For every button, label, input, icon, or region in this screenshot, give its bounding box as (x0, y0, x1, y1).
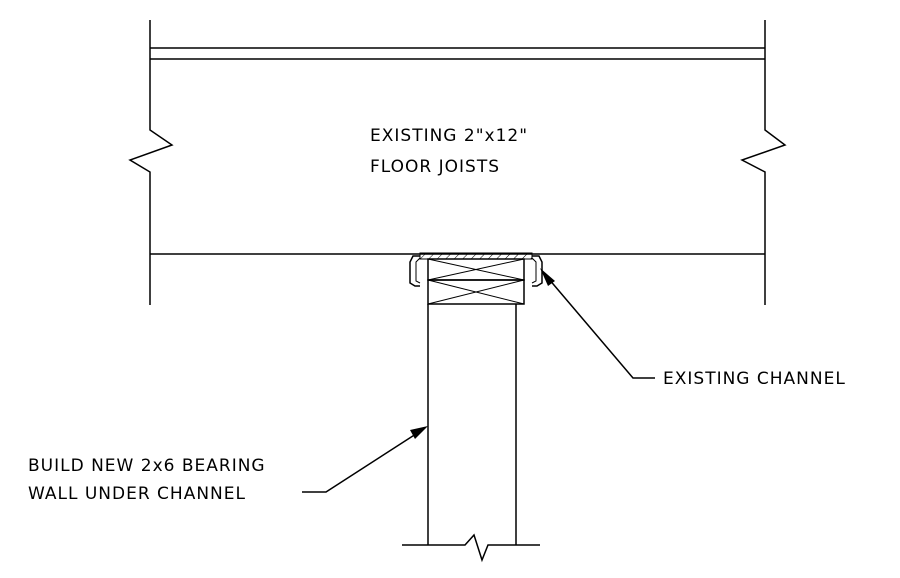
channel-right-flange (532, 255, 543, 287)
channel-label: EXISTING CHANNEL (663, 369, 846, 389)
channel-leader-arrowhead (540, 268, 555, 286)
channel-leader-line (547, 277, 655, 379)
top-plates (427, 258, 525, 305)
channel-right-flange-inner (531, 257, 537, 284)
wall-label-line1: BUILD NEW 2x6 BEARING (28, 456, 266, 476)
top-plate-lower (427, 279, 525, 305)
channel-left-flange-inner (415, 257, 421, 284)
right-break-line (740, 20, 787, 305)
channel-web-hatch (419, 252, 533, 260)
channel-left-flange (409, 255, 420, 287)
wall-leader-line (302, 431, 420, 493)
wall-leader-arrowhead (410, 426, 428, 439)
bearing-wall (402, 304, 540, 563)
channel-leader (540, 268, 655, 379)
joist-label-line2: FLOOR JOISTS (370, 157, 500, 177)
wall-label-line2: WALL UNDER CHANNEL (28, 484, 246, 504)
wall-break-line (402, 533, 540, 563)
wall-leader (302, 426, 428, 493)
left-break-line (128, 20, 174, 305)
joist-label-line1: EXISTING 2"x12" (370, 126, 528, 146)
